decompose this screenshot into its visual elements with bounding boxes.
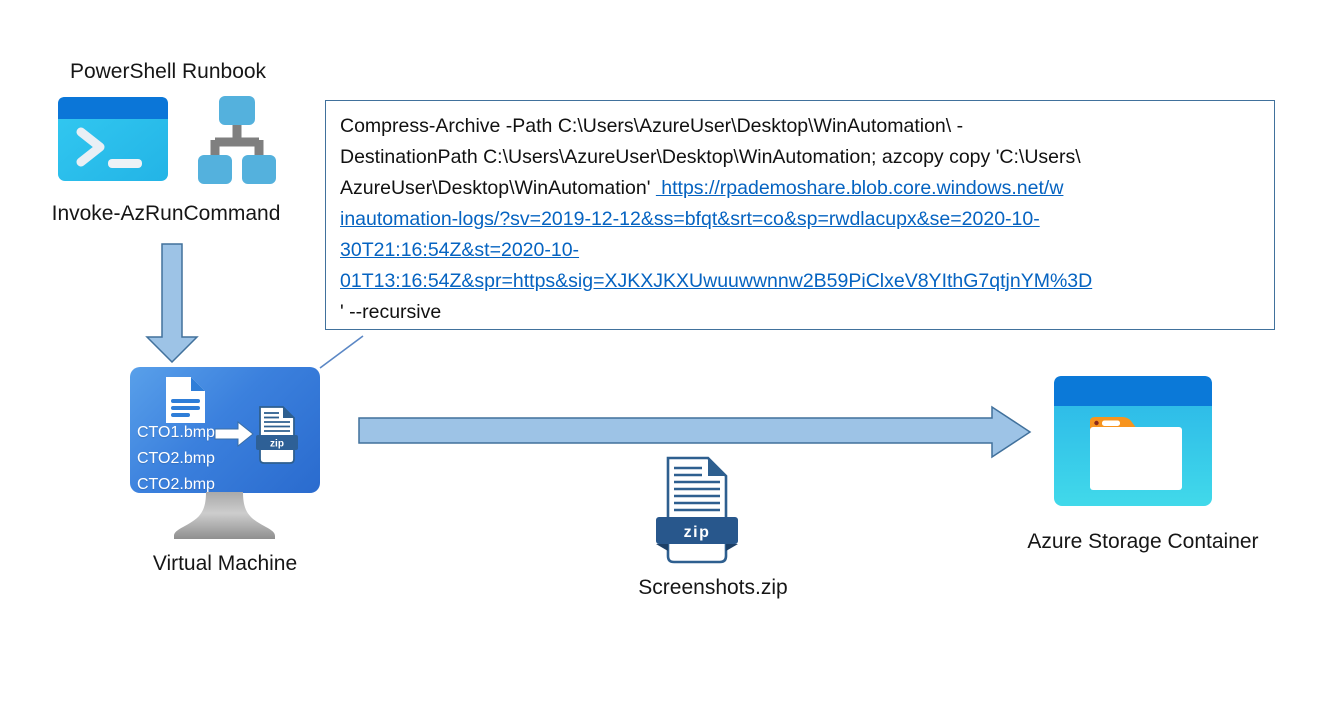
virtual-machine-label: Virtual Machine	[152, 552, 298, 575]
powershell-runbook-title: PowerShell Runbook	[69, 60, 267, 83]
document-icon	[166, 377, 205, 423]
command-text: AzureUser\Desktop\WinAutomation'	[340, 177, 656, 199]
zip-badge-text: zip	[270, 439, 284, 450]
vm-file-list: CTO1.bmp CTO2.bmp CTO2.bmp	[137, 420, 215, 498]
callout-line	[319, 335, 364, 369]
vm-file-name: CTO2.bmp	[137, 450, 215, 467]
zip-file-mini-icon: zip	[256, 406, 298, 464]
command-line-3: AzureUser\Desktop\WinAutomation' https:/…	[340, 173, 1260, 204]
virtual-machine-monitor: CTO1.bmp CTO2.bmp CTO2.bmp zip	[130, 367, 320, 493]
right-arrow	[358, 405, 1032, 459]
command-text: DestinationPath C:\Users\AzureUser\Deskt…	[340, 146, 1081, 168]
sas-url-link[interactable]: https://rpademoshare.blob.core.windows.n…	[655, 177, 1064, 199]
command-text: ' --recursive	[340, 301, 442, 323]
down-arrow	[145, 243, 199, 363]
screenshots-zip-icon: zip	[656, 456, 738, 564]
vm-file-name: CTO1.bmp	[137, 424, 215, 441]
sas-url-link[interactable]: inautomation-logs/?sv=2019-12-12&ss=bfqt…	[340, 208, 1040, 230]
monitor-stand	[174, 492, 275, 539]
sas-url-link[interactable]: 01T13:16:54Z&spr=https&sig=XJKXJKXUwuuww…	[340, 270, 1093, 292]
azure-storage-container-label: Azure Storage Container	[1027, 530, 1259, 553]
command-line-5: 30T21:16:54Z&st=2020-10-	[340, 235, 1260, 266]
command-line-2: DestinationPath C:\Users\AzureUser\Deskt…	[340, 142, 1260, 173]
command-line-6: 01T13:16:54Z&spr=https&sig=XJKXJKXUwuuww…	[340, 266, 1260, 297]
azure-storage-container-icon	[1054, 376, 1212, 506]
command-line-4: inautomation-logs/?sv=2019-12-12&ss=bfqt…	[340, 204, 1260, 235]
screenshots-zip-label: Screenshots.zip	[638, 576, 788, 599]
command-text: Compress-Archive -Path C:\Users\AzureUse…	[340, 115, 964, 137]
runbook-hierarchy-icon	[198, 96, 276, 184]
white-arrow-icon	[214, 421, 254, 447]
folder-body	[1090, 427, 1182, 490]
command-box: Compress-Archive -Path C:\Users\AzureUse…	[325, 100, 1275, 330]
invoke-azruncommand-label: Invoke-AzRunCommand	[51, 202, 281, 225]
zip-badge-text: zip	[684, 524, 711, 541]
command-line-1: Compress-Archive -Path C:\Users\AzureUse…	[340, 111, 1260, 142]
sas-url-link[interactable]: 30T21:16:54Z&st=2020-10-	[340, 239, 580, 261]
vm-file-name: CTO2.bmp	[137, 476, 215, 493]
command-line-7: ' --recursive	[340, 297, 1260, 328]
powershell-icon	[58, 97, 168, 181]
